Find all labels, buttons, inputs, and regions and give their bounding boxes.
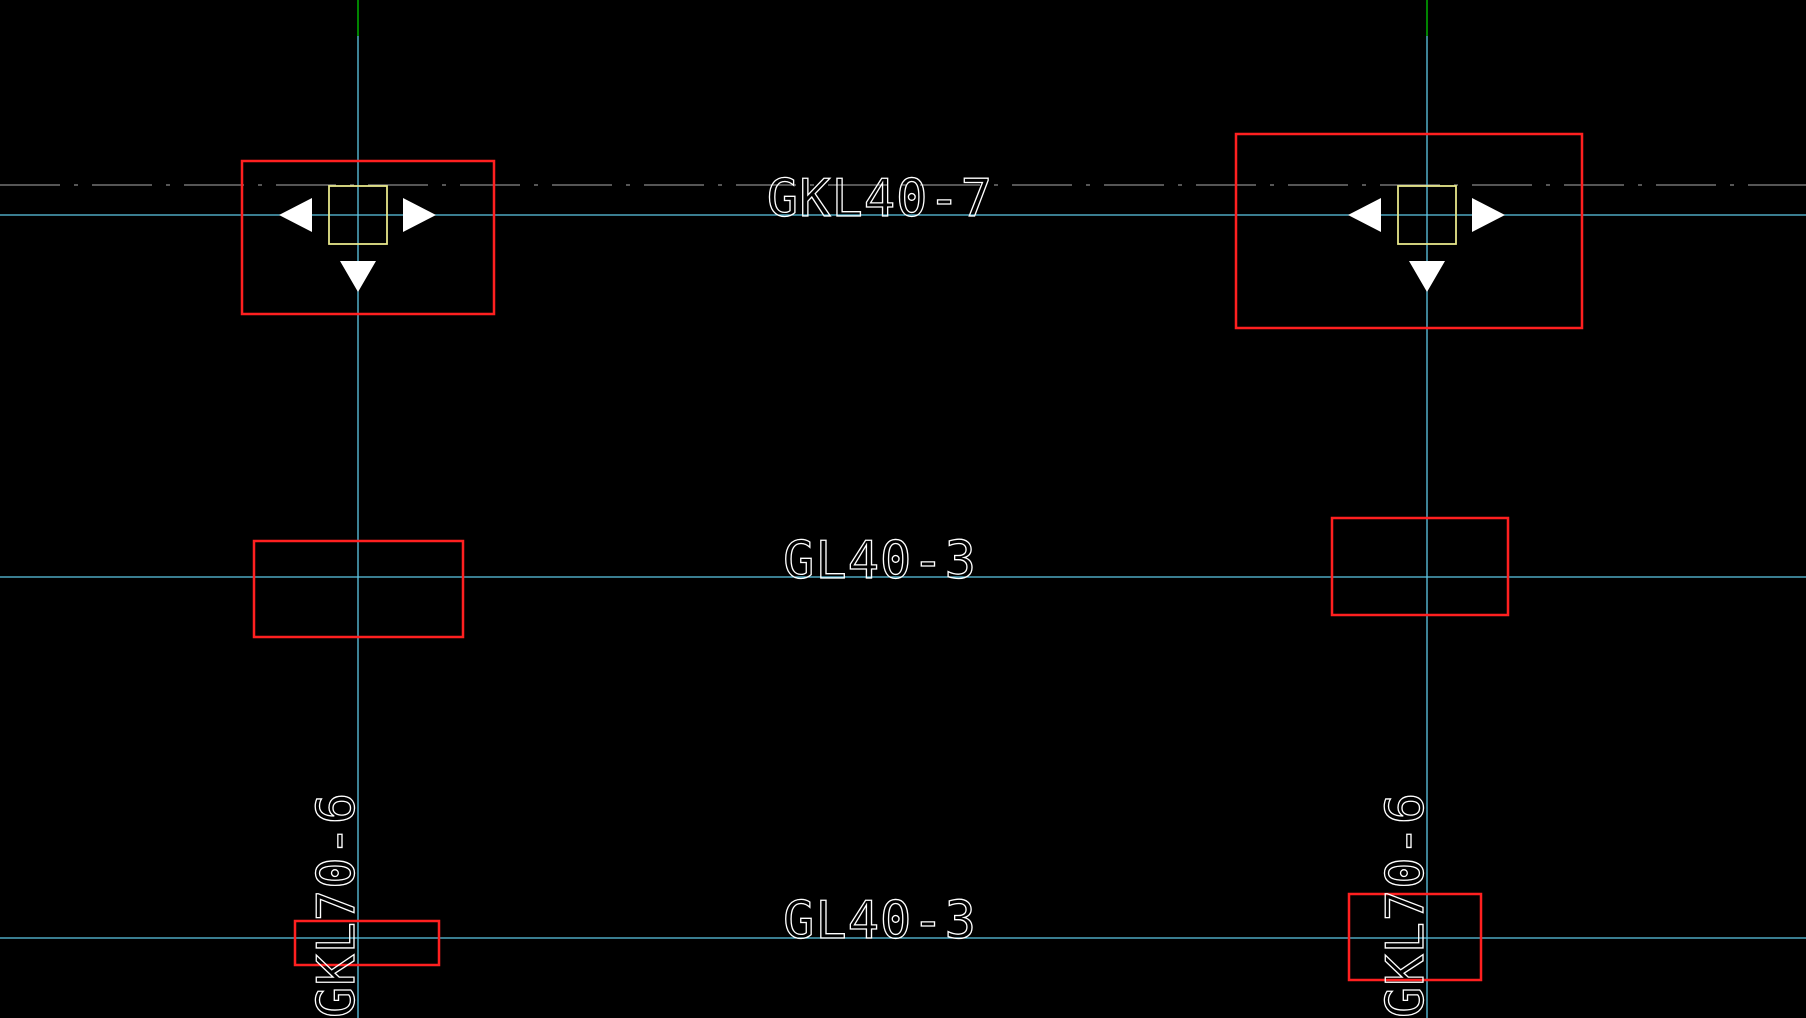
highlight-box-middle-left — [252, 539, 465, 639]
triangle-left-icon[interactable] — [279, 198, 312, 232]
beam-label-bottom[interactable]: GL40-3 — [782, 890, 977, 951]
beam-label-left-vertical[interactable]: GKL70-6 — [306, 791, 367, 1018]
triangle-right-icon[interactable] — [1472, 198, 1505, 232]
square-column-icon[interactable] — [1397, 185, 1457, 245]
highlight-box-top-left — [240, 159, 496, 316]
highlight-box-bottom-right — [1347, 892, 1483, 982]
highlight-box-bottom-left — [293, 919, 441, 967]
beam-label-top[interactable]: GKL40-7 — [766, 168, 993, 229]
highlight-box-top-right — [1234, 132, 1584, 330]
beam-label-middle[interactable]: GL40-3 — [782, 530, 977, 591]
triangle-left-icon[interactable] — [1348, 198, 1381, 232]
triangle-down-icon[interactable] — [340, 261, 376, 292]
triangle-right-icon[interactable] — [403, 198, 436, 232]
triangle-down-icon[interactable] — [1409, 261, 1445, 292]
highlight-box-middle-right — [1330, 516, 1510, 617]
square-column-icon[interactable] — [328, 185, 388, 245]
beam-label-right-vertical[interactable]: GKL70-6 — [1375, 791, 1436, 1018]
